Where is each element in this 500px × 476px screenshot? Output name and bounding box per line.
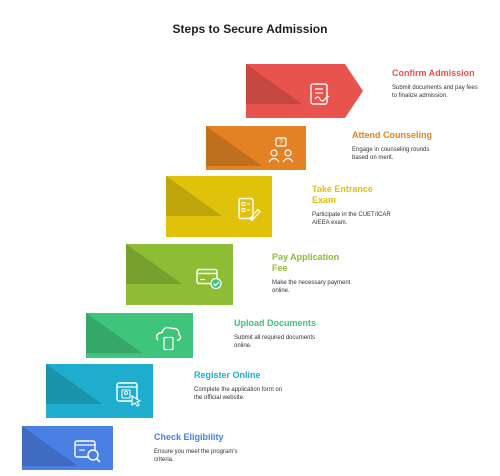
- step-fold: [46, 364, 102, 404]
- step-title: Check Eligibility: [154, 432, 224, 442]
- step-fold: [126, 244, 182, 284]
- step-arrow-tip: [345, 64, 363, 118]
- step-description: Make the necessary payment online.: [272, 280, 351, 294]
- step-description: Submit documents and pay fees to finaliz…: [392, 85, 478, 99]
- online-registration-icon: [116, 382, 142, 407]
- step-title: Attend Counseling: [352, 130, 432, 140]
- step-fold: [22, 426, 78, 466]
- step-block: [86, 313, 193, 358]
- step-fold: [206, 126, 262, 166]
- cloud-upload-icon: [155, 326, 182, 351]
- step-fold: [166, 176, 222, 216]
- step-title: Take Entrance Exam: [312, 184, 373, 205]
- step-block: [126, 244, 233, 305]
- svg-text:?: ?: [279, 140, 283, 147]
- step-block: [166, 176, 272, 237]
- eligibility-search-icon: [74, 440, 101, 463]
- step-block: ?: [206, 126, 306, 170]
- step-block: [46, 364, 153, 418]
- step-description: Complete the application form on the off…: [194, 387, 283, 401]
- step-title: Register Online: [194, 370, 261, 380]
- step-title: Confirm Admission: [392, 68, 475, 78]
- step-description: Submit all required documents online.: [234, 335, 316, 349]
- step-title: Upload Documents: [234, 318, 317, 328]
- step-description: Participate in the CUET/ICAR AIEEA exam.: [312, 212, 391, 226]
- diagram-title: Steps to Secure Admission: [172, 22, 328, 36]
- step-block: [22, 426, 113, 470]
- step-fold: [86, 313, 142, 353]
- step-fold: [246, 64, 302, 104]
- step-description: Engage in counseling rounds based on mer…: [352, 147, 430, 161]
- step-block: [246, 64, 363, 118]
- exam-checklist-icon: [238, 197, 261, 222]
- payment-card-icon: [196, 268, 222, 290]
- document-signature-icon: [310, 83, 330, 105]
- step-title: Pay Application Fee: [272, 252, 340, 273]
- counseling-people-icon: ?: [268, 137, 294, 163]
- step-description: Ensure you meet the program's criteria.: [154, 449, 238, 463]
